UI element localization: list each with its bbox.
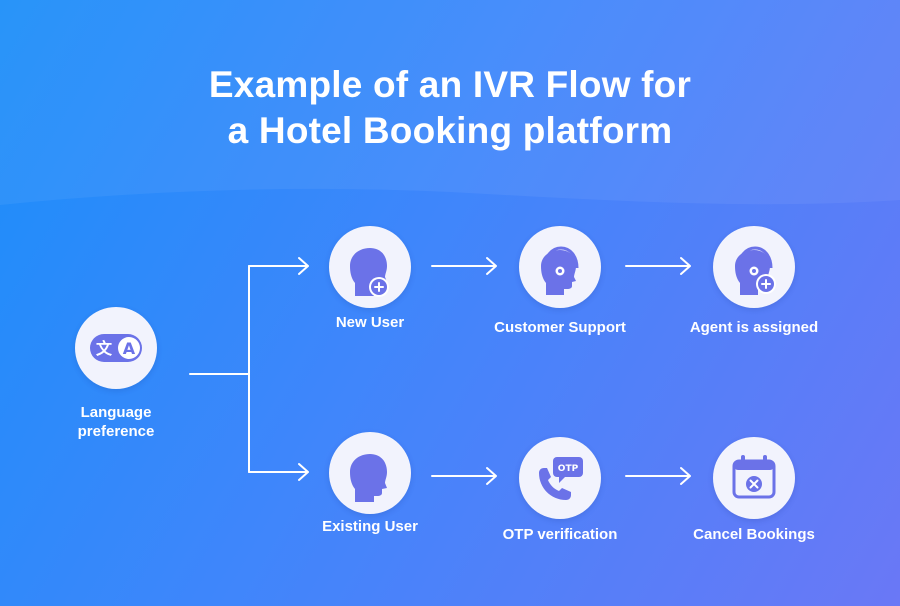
node-agent-assigned (713, 226, 795, 308)
otp-icon-text: OTP (558, 464, 579, 474)
arrow-to-new-user (248, 257, 309, 275)
user-icon (350, 454, 387, 502)
calendar-cancel-icon (732, 455, 776, 499)
headset-agent-icon (541, 246, 579, 295)
svg-text:文: 文 (96, 339, 113, 358)
node-new-user (329, 226, 411, 308)
title-line-1: Example of an IVR Flow for (208, 64, 692, 105)
arrow-otp-to-cancel (625, 467, 691, 485)
arrow-support-to-agent (625, 257, 691, 275)
phone-otp-icon: OTP (539, 457, 583, 500)
label-customer-support: Customer Support (494, 319, 626, 336)
page-title: Example of an IVR Flow for a Hotel Booki… (0, 62, 900, 154)
label-agent-assigned: Agent is assigned (689, 319, 819, 336)
node-otp-verification: OTP (519, 437, 601, 519)
label-new-user: New User (335, 314, 405, 331)
node-customer-support (519, 226, 601, 308)
title-line-2: a Hotel Booking platform (227, 110, 673, 151)
label-existing-user: Existing User (322, 518, 418, 535)
node-cancel-bookings (713, 437, 795, 519)
label-cancel-bookings: Cancel Bookings (693, 526, 815, 543)
translate-icon: 文 A (90, 334, 142, 362)
label-otp-verification: OTP verification (502, 526, 618, 543)
arrow-existing-user-to-otp (431, 467, 497, 485)
arrow-to-existing-user (248, 463, 309, 481)
node-existing-user (329, 432, 411, 514)
svg-text:A: A (123, 339, 136, 358)
arrow-new-user-to-support (431, 257, 497, 275)
node-language-preference: 文 A (75, 307, 157, 389)
label-language-preference: Language preference (77, 404, 155, 440)
branch-connector (189, 265, 250, 473)
headset-agent-add-icon (735, 246, 776, 295)
user-add-icon (350, 248, 389, 297)
